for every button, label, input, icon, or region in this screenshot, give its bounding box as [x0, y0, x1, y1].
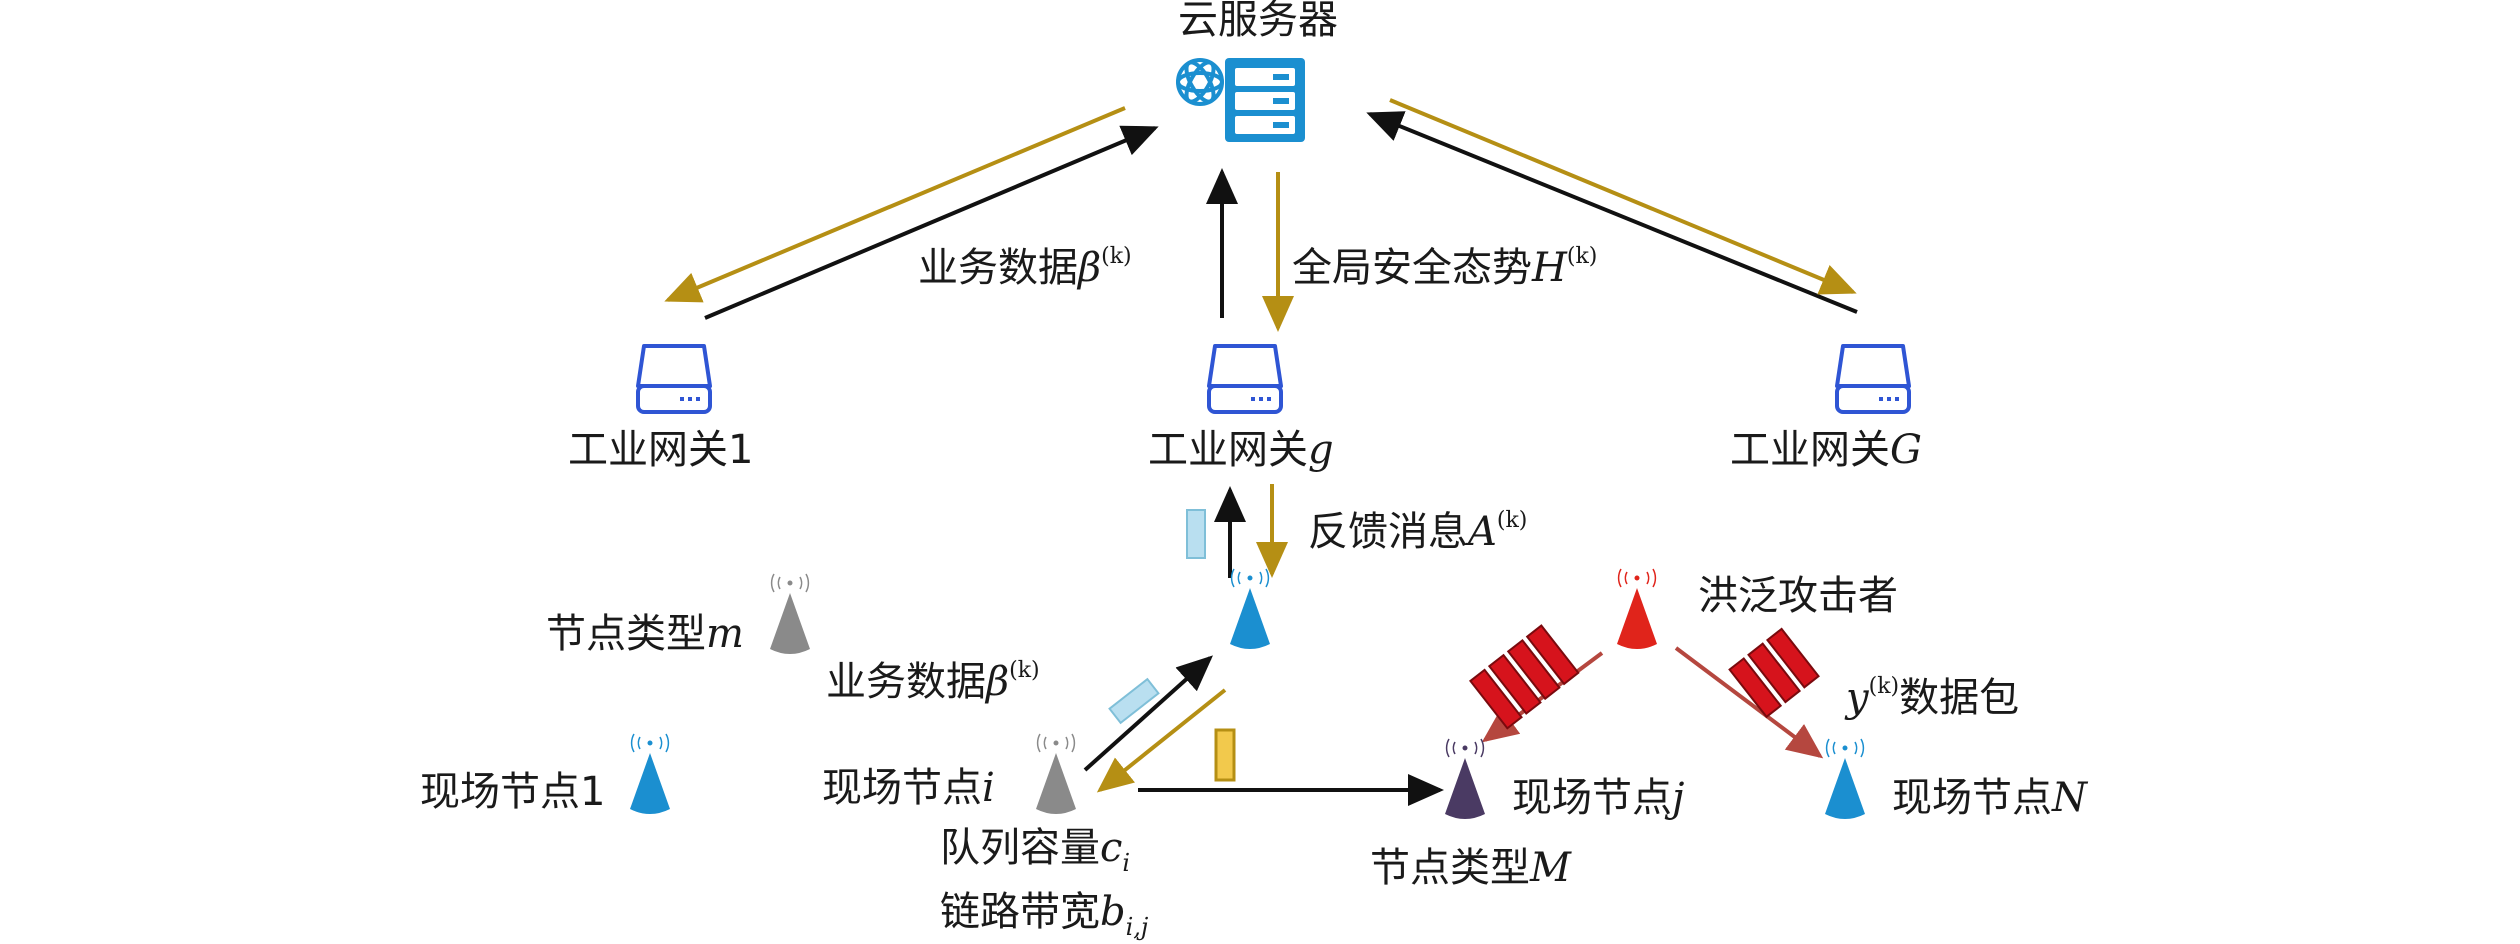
bandwidth-sub: i,j — [1125, 913, 1149, 941]
business-data-label-lower: 业务数据β(k) — [826, 658, 1040, 705]
attack-arrow-to-N — [1674, 646, 1824, 759]
field-node-1-label: 现场节点1 — [420, 772, 605, 812]
field-node-N-label: 现场节点N — [1892, 778, 2087, 818]
gateway-icon-g — [1207, 344, 1283, 414]
node-icon-field-i — [1036, 733, 1076, 814]
attacker-icon — [1617, 568, 1657, 649]
gateway-G-suffix: G — [1890, 427, 1922, 473]
packet-light-lower — [1108, 677, 1160, 725]
bandwidth-label: 链路带宽bi,j — [940, 892, 1148, 939]
packets-label: y(k)数据包 — [1846, 674, 2020, 721]
gateway-label-G: 工业网关G — [1730, 430, 1922, 470]
gateway-label-1: 工业网关1 — [568, 430, 753, 470]
field-node-1-suffix: 1 — [580, 769, 606, 815]
node-icon-field-1 — [630, 733, 670, 814]
cloud-server-label: 云服务器 — [1178, 0, 1338, 43]
packets-text: 数据包 — [1899, 675, 2020, 721]
business-data-label-top: 业务数据β(k) — [918, 244, 1132, 291]
packet-light-upper — [1186, 509, 1206, 559]
field-node-j-label: 现场节点j — [1512, 778, 1684, 818]
field-node-i-suffix: i — [982, 765, 995, 811]
field-node-1-prefix: 现场节点 — [420, 769, 580, 815]
business-data-lower-text: 业务数据 — [826, 659, 986, 705]
attack-packets-right — [1728, 627, 1820, 719]
node-type-m-label: 节点类型m — [546, 614, 744, 654]
feedback-sym: A — [1468, 509, 1497, 555]
field-node-N-suffix: N — [2052, 775, 2087, 821]
gateway-G-prefix: 工业网关 — [1730, 427, 1890, 473]
attack-packets-left — [1469, 624, 1580, 730]
field-node-j-prefix: 现场节点 — [1512, 775, 1672, 821]
gateway-g-prefix: 工业网关 — [1148, 427, 1308, 473]
attacker-label: 洪泛攻击者 — [1698, 573, 1898, 619]
gateway-icon-1 — [636, 344, 712, 414]
uplink-arrow-i-to-relay — [1083, 655, 1213, 772]
node-type-m-sym: m — [706, 611, 744, 657]
node-type-M-label: 节点类型M — [1370, 848, 1571, 888]
business-data-sup: (k) — [1101, 244, 1132, 269]
ai-knot-icon — [1176, 58, 1224, 106]
downlink-arrow-relay-to-i — [1096, 688, 1227, 793]
gateway-label-g: 工业网关g — [1148, 430, 1334, 470]
field-node-i-prefix: 现场节点 — [822, 765, 982, 811]
node-icon-type-m — [770, 573, 810, 654]
business-data-lower-sup: (k) — [1009, 658, 1040, 683]
global-security-sym: H — [1532, 245, 1567, 291]
queue-sub: i — [1122, 849, 1131, 877]
bandwidth-text: 链路带宽 — [940, 889, 1100, 935]
uplink-arrow-right — [1366, 111, 1858, 314]
uplink-arrow-left — [704, 125, 1159, 320]
business-data-sym: β — [1078, 245, 1102, 291]
queue-capacity-label: 队列容量ci — [940, 828, 1130, 875]
node-icon-relay — [1230, 568, 1270, 649]
business-data-lower-sym: β — [986, 659, 1010, 705]
node-icon-field-j — [1445, 738, 1485, 819]
downlink-arrow-left — [664, 106, 1126, 303]
node-type-M-text: 节点类型 — [1370, 845, 1530, 891]
packets-sym: y — [1846, 675, 1869, 721]
global-security-text: 全局安全态势 — [1292, 245, 1532, 291]
queue-text: 队列容量 — [940, 825, 1100, 871]
feedback-text: 反馈消息 — [1308, 509, 1468, 555]
downlink-arrow-right — [1389, 98, 1857, 295]
feedback-sup: (k) — [1496, 508, 1528, 533]
business-data-text: 业务数据 — [918, 245, 1078, 291]
field-node-N-prefix: 现场节点 — [1892, 775, 2052, 821]
gateway-1-suffix: 1 — [728, 427, 754, 473]
node-type-M-sym: M — [1530, 845, 1571, 891]
gateway-icon-G — [1835, 344, 1911, 414]
global-security-sup: (k) — [1566, 244, 1598, 269]
field-node-i-label: 现场节点i — [822, 768, 995, 808]
bandwidth-sym: b — [1100, 889, 1126, 935]
packet-yellow — [1214, 728, 1236, 782]
field-node-j-suffix: j — [1672, 775, 1685, 821]
global-security-label: 全局安全态势H(k) — [1292, 244, 1598, 291]
queue-sym: c — [1100, 825, 1123, 871]
node-type-m-text: 节点类型 — [546, 611, 706, 657]
server-icon — [1225, 58, 1305, 142]
feedback-label: 反馈消息A(k) — [1308, 508, 1528, 555]
packets-sup: (k) — [1868, 674, 1900, 699]
gateway-g-suffix: g — [1308, 427, 1334, 473]
gateway-1-prefix: 工业网关 — [568, 427, 728, 473]
node-icon-field-N — [1825, 738, 1865, 819]
